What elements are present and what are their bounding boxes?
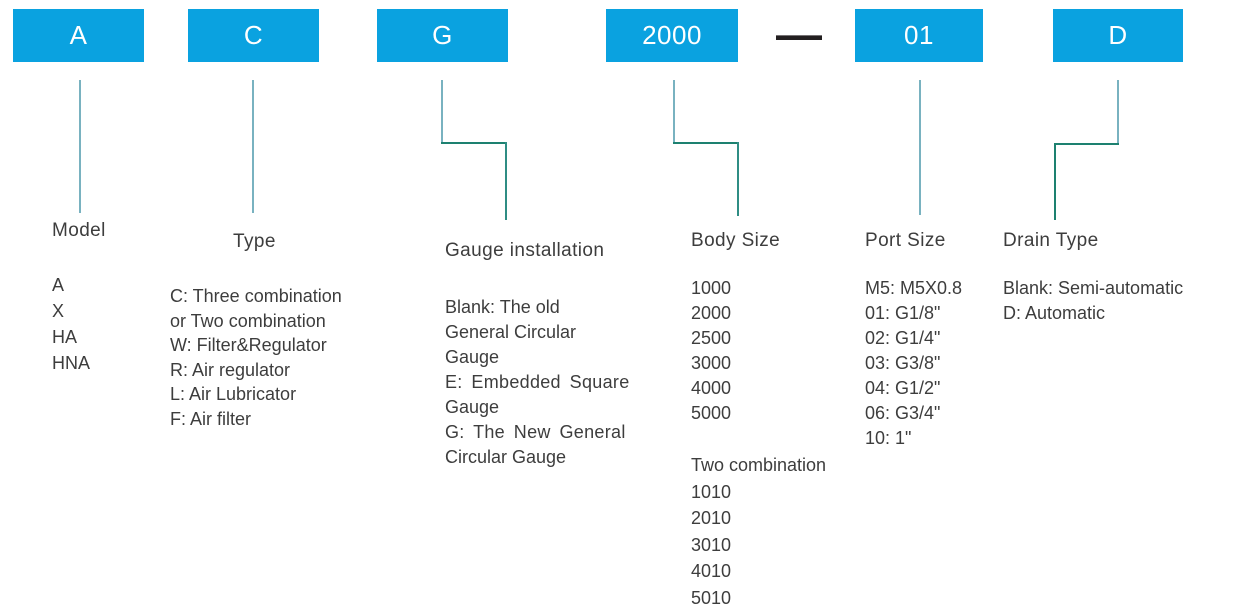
connector-type-line xyxy=(252,80,254,213)
port-size-list: M5: M5X0.8 01: G1/8" 02: G1/4" 03: G3/8"… xyxy=(865,276,962,451)
list-item: E: Embedded Square xyxy=(445,372,630,392)
list-item: 5010 xyxy=(691,587,732,608)
connector-body-line-v2 xyxy=(737,142,739,216)
list-item: 04: G1/2" xyxy=(865,378,941,398)
body-size-list: 1000 2000 2500 3000 4000 5000 xyxy=(691,276,731,426)
list-item: Gauge xyxy=(445,397,500,417)
connector-body-line-v1 xyxy=(673,80,675,142)
heading-port-size: Port Size xyxy=(865,230,946,251)
type-list: C: Three combination or Two combination … xyxy=(170,284,342,431)
list-item: Blank: The old xyxy=(445,297,560,317)
list-item: General Circular xyxy=(445,322,577,342)
code-box-model-label: A xyxy=(69,20,88,50)
drain-type-list: Blank: Semi-automatic D: Automatic xyxy=(1003,276,1183,325)
code-box-port-size: 01 xyxy=(855,9,983,62)
list-item: R: Air regulator xyxy=(170,359,291,380)
list-item: 02: G1/4" xyxy=(865,328,941,348)
code-box-gauge-label: G xyxy=(432,20,453,50)
list-item: Circular Gauge xyxy=(445,447,567,467)
connector-gauge-line-v2 xyxy=(505,142,507,220)
connector-body-line-h xyxy=(673,142,739,144)
list-item: 01: G1/8" xyxy=(865,303,941,323)
list-item: Blank: Semi-automatic xyxy=(1003,278,1184,298)
code-box-body-size: 2000 xyxy=(606,9,738,62)
code-box-gauge: G xyxy=(377,9,508,62)
list-item: X xyxy=(52,301,65,321)
list-item: 5000 xyxy=(691,403,732,423)
list-item: L: Air Lubricator xyxy=(170,384,297,404)
list-item: 1010 xyxy=(691,481,732,502)
list-item: G: The New General xyxy=(445,422,626,442)
connector-drain-line-v1 xyxy=(1117,80,1119,143)
list-item: F: Air filter xyxy=(170,408,252,429)
list-item: 4000 xyxy=(691,378,732,398)
list-item: 10: 1" xyxy=(865,428,912,448)
connector-drain-line-h xyxy=(1054,143,1119,145)
code-box-type-label: C xyxy=(243,20,264,50)
list-item: Gauge xyxy=(445,347,500,367)
heading-model: Model xyxy=(52,220,106,241)
list-item: A xyxy=(52,275,65,295)
list-item: or Two combination xyxy=(170,310,326,331)
connector-gauge-line-v1 xyxy=(441,80,443,142)
list-item: D: Automatic xyxy=(1003,302,1106,323)
list-item: W: Filter&Regulator xyxy=(170,335,327,355)
list-item: 3000 xyxy=(691,353,732,373)
heading-body-size: Body Size xyxy=(691,230,781,251)
heading-drain-type: Drain Type xyxy=(1003,230,1099,251)
body-size-two-combination-list: Two combination 1010 2010 3010 4010 5010 xyxy=(691,452,826,610)
code-box-drain-type: D xyxy=(1053,9,1183,62)
dash-separator: — xyxy=(776,14,822,54)
list-item: 1000 xyxy=(691,278,732,298)
connector-model-line xyxy=(79,80,81,213)
list-item: HNA xyxy=(52,353,91,373)
list-item: 2000 xyxy=(691,303,732,323)
code-box-port-size-label: 01 xyxy=(904,20,934,50)
list-item: 03: G3/8" xyxy=(865,353,941,373)
code-box-model: A xyxy=(13,9,144,62)
list-item: 3010 xyxy=(691,534,732,555)
code-box-body-size-label: 2000 xyxy=(642,20,702,50)
model-list: A X HA HNA xyxy=(52,272,90,376)
list-item: HA xyxy=(52,327,78,347)
list-item: C: Three combination xyxy=(170,286,342,306)
gauge-list: Blank: The old General Circular Gauge E:… xyxy=(445,295,630,470)
connector-gauge-line-h xyxy=(441,142,507,144)
list-item: 4010 xyxy=(691,561,732,581)
connector-drain-line-v2 xyxy=(1054,143,1056,220)
code-box-drain-type-label: D xyxy=(1108,20,1128,50)
list-item: 06: G3/4" xyxy=(865,403,941,423)
heading-gauge: Gauge installation xyxy=(445,240,605,261)
list-item: M5: M5X0.8 xyxy=(865,278,963,298)
heading-type: Type xyxy=(233,231,276,252)
list-item: 2010 xyxy=(691,508,732,528)
list-item: Two combination xyxy=(691,455,827,475)
connector-port-line xyxy=(919,80,921,215)
code-box-type: C xyxy=(188,9,319,62)
list-item: 2500 xyxy=(691,328,732,348)
